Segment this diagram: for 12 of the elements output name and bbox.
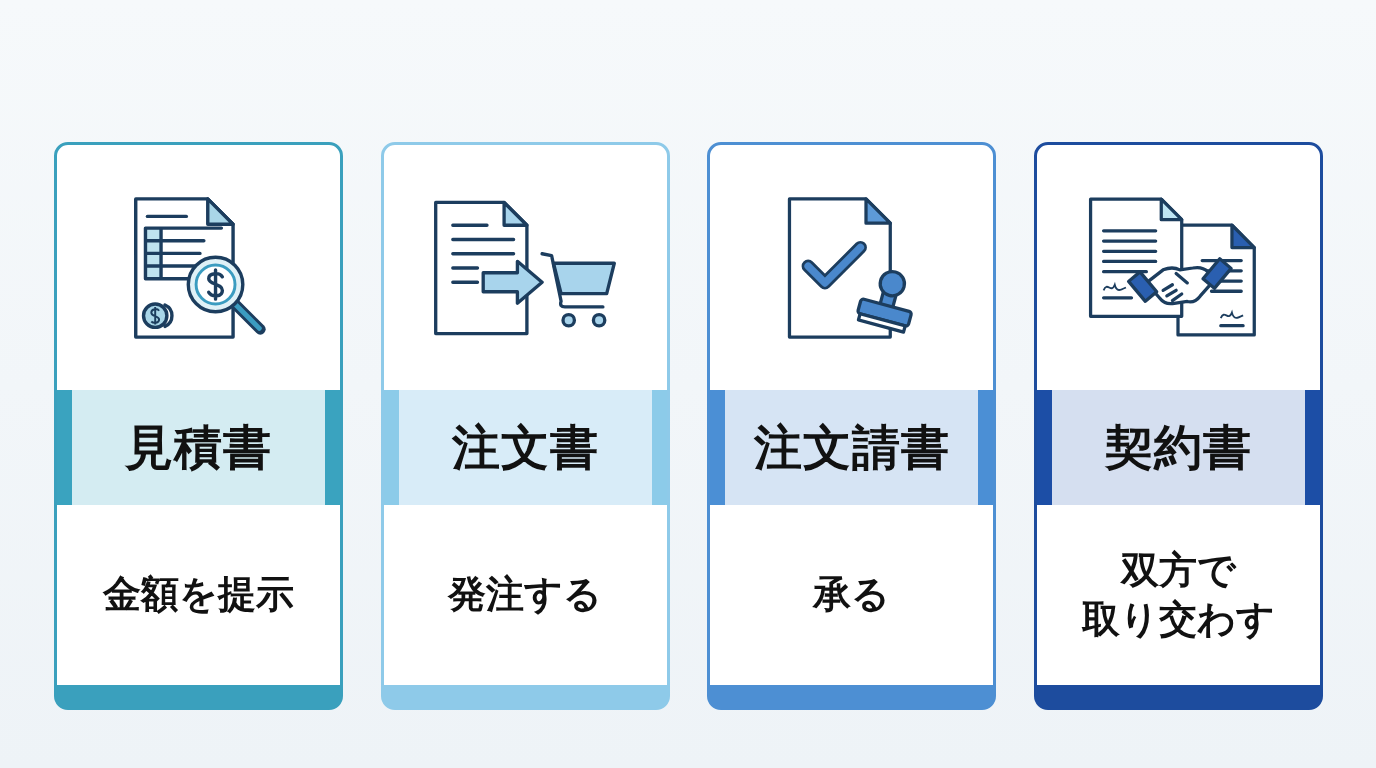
document-card xyxy=(54,142,343,710)
card-title: 見積書 xyxy=(125,421,272,474)
card-description: 双方で取り交わす xyxy=(1081,546,1275,643)
card-title: 契約書 xyxy=(1104,421,1252,474)
card-title: 注文請書 xyxy=(753,421,950,474)
card-description: 承る xyxy=(813,571,890,619)
card-description: 金額を提示 xyxy=(103,571,294,619)
card-title: 注文書 xyxy=(451,421,599,474)
document-card xyxy=(707,142,996,710)
document-card xyxy=(1033,142,1323,710)
document-card xyxy=(380,142,670,710)
card-description: 発注する xyxy=(448,571,602,619)
